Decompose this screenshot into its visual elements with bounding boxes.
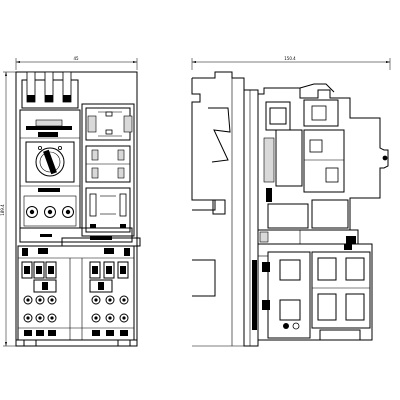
depth-dimension: 150.4 [191,56,391,70]
side-view: 150.4 [191,56,391,347]
rotary-handle-icon [25,141,75,183]
link-side-profile [257,229,359,245]
contactor-side-profile [257,243,373,341]
breaker-load-terminals [26,206,74,218]
height-dimension-label: 189.4 [0,204,5,216]
contactor-block [17,245,135,341]
circuit-breaker [19,109,81,229]
contactor-terminals-lower [23,313,129,323]
breaker-side-profile [258,83,389,231]
top-terminals [21,71,79,109]
front-housing-outline [15,71,138,347]
front-view: 45 189.4 [0,56,141,347]
auxiliary-block [81,103,135,237]
depth-dimension-label: 150.4 [284,56,296,61]
width-dimension-label: 45 [73,56,79,61]
width-dimension: 45 [15,56,138,70]
backplate [243,89,268,347]
contactor-terminals-upper [23,295,129,305]
link-module [19,227,141,247]
height-dimension: 189.4 [0,71,16,347]
din-rail-profile [191,71,245,347]
